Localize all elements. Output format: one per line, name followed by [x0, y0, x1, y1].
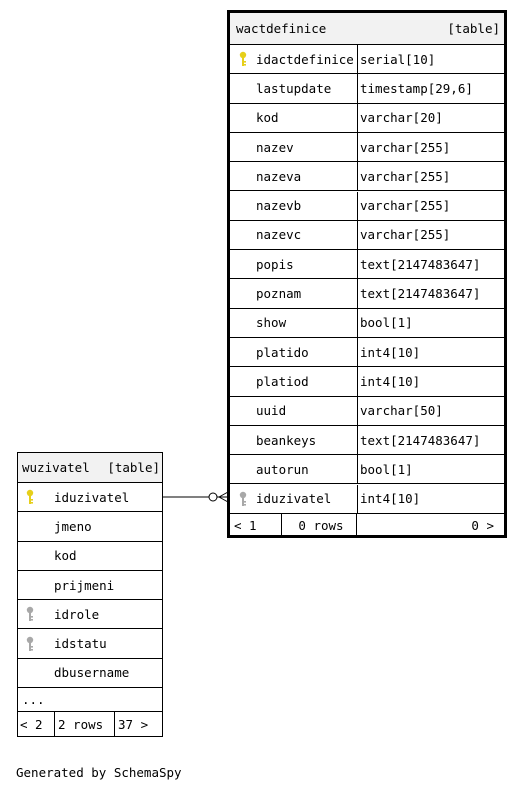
column-name[interactable]: iduzivatel: [54, 489, 130, 505]
column-row[interactable]: prijmeni: [18, 571, 162, 601]
column-name[interactable]: idstatu: [54, 636, 107, 652]
column-row[interactable]: iduzivatel int4[10]: [230, 484, 504, 514]
table-kind-label: [table]: [447, 21, 500, 36]
column-type: int4[10]: [360, 344, 421, 360]
column-type: text[2147483647]: [360, 286, 481, 302]
column-name[interactable]: nazevb: [256, 198, 302, 214]
column-type: serial[10]: [360, 51, 436, 67]
column-name[interactable]: nazeva: [256, 168, 302, 184]
column-row[interactable]: jmeno: [18, 512, 162, 542]
column-name[interactable]: nazev: [256, 139, 294, 155]
column-name[interactable]: nazevc: [256, 227, 302, 243]
column-row[interactable]: nazevc varchar[255]: [230, 220, 504, 251]
column-name[interactable]: beankeys: [256, 432, 317, 448]
column-type: bool[1]: [360, 315, 413, 331]
children-count[interactable]: 37 >: [118, 716, 149, 732]
foreign-key-icon: [26, 607, 34, 622]
more-columns-indicator: ...: [18, 688, 162, 712]
column-type: bool[1]: [360, 461, 413, 477]
column-name[interactable]: poznam: [256, 286, 302, 302]
column-name[interactable]: kod: [256, 110, 279, 126]
column-row[interactable]: idactdefinice serial[10]: [230, 45, 504, 75]
column-type: int4[10]: [360, 373, 421, 389]
column-type: varchar[255]: [360, 198, 451, 214]
column-row[interactable]: idstatu: [18, 630, 162, 659]
column-type: text[2147483647]: [360, 432, 481, 448]
column-row[interactable]: nazevb varchar[255]: [230, 191, 504, 221]
table-wuzivatel[interactable]: wuzivatel [table] iduzivatel jmeno kod prij…: [17, 452, 163, 737]
column-row[interactable]: beankeys text[2147483647]: [230, 425, 504, 456]
table-footer: < 2 2 rows 37 >: [18, 712, 162, 736]
column-row[interactable]: platido int4[10]: [230, 338, 504, 368]
column-name[interactable]: prijmeni: [54, 577, 115, 593]
column-name[interactable]: popis: [256, 256, 294, 272]
relationship-crowfoot-lower: [218, 496, 229, 503]
parents-count[interactable]: < 2: [20, 716, 43, 732]
column-row[interactable]: kod varchar[20]: [230, 103, 504, 133]
column-name[interactable]: platiod: [256, 373, 309, 389]
column-row[interactable]: kod: [18, 542, 162, 571]
column-type: varchar[255]: [360, 227, 451, 243]
column-name[interactable]: dbusername: [54, 665, 130, 681]
column-type: varchar[20]: [360, 110, 443, 126]
column-type: int4[10]: [360, 491, 421, 507]
parents-count[interactable]: < 1: [234, 518, 257, 533]
column-row[interactable]: idrole: [18, 600, 162, 630]
relationship-crowfoot-upper: [218, 491, 229, 498]
primary-key-icon: [239, 51, 247, 67]
column-row[interactable]: iduzivatel: [18, 483, 162, 513]
column-row[interactable]: poznam text[2147483647]: [230, 279, 504, 309]
column-row[interactable]: autorun bool[1]: [230, 455, 504, 485]
column-type: timestamp[29,6]: [360, 80, 473, 96]
generated-by-label: Generated by SchemaSpy: [16, 765, 182, 780]
primary-key-icon: [26, 489, 34, 505]
column-row[interactable]: lastupdate timestamp[29,6]: [230, 74, 504, 104]
column-name[interactable]: idactdefinice: [256, 51, 354, 67]
column-row[interactable]: platiod int4[10]: [230, 367, 504, 397]
column-row[interactable]: nazeva varchar[255]: [230, 162, 504, 192]
table-kind-label: [table]: [107, 460, 160, 475]
column-name[interactable]: platido: [256, 344, 309, 360]
table-header[interactable]: wactdefinice [table]: [230, 13, 504, 45]
column-type: text[2147483647]: [360, 256, 481, 272]
column-type: varchar[255]: [360, 168, 451, 184]
foreign-key-icon: [239, 491, 247, 506]
column-name[interactable]: jmeno: [54, 518, 92, 534]
column-name[interactable]: idrole: [54, 606, 100, 622]
column-name[interactable]: uuid: [256, 403, 287, 419]
column-type: varchar[50]: [360, 403, 443, 419]
row-count: 0 rows: [298, 518, 344, 533]
column-name[interactable]: iduzivatel: [256, 491, 332, 507]
table-title[interactable]: wuzivatel: [22, 460, 90, 475]
column-type: varchar[255]: [360, 139, 451, 155]
column-row[interactable]: popis text[2147483647]: [230, 250, 504, 280]
relationship-zero-marker: [208, 492, 218, 502]
children-count[interactable]: 0 >: [471, 518, 494, 533]
column-row[interactable]: uuid varchar[50]: [230, 396, 504, 426]
more-columns-text: ...: [22, 692, 45, 707]
table-footer: < 1 0 rows 0 >: [230, 513, 504, 538]
table-wactdefinice[interactable]: wactdefinice [table] idactdefinice serial…: [227, 10, 507, 538]
row-count: 2 rows: [58, 716, 104, 732]
table-header[interactable]: wuzivatel [table]: [18, 453, 162, 483]
column-name[interactable]: show: [256, 315, 287, 331]
foreign-key-icon: [26, 636, 34, 651]
column-row[interactable]: show bool[1]: [230, 308, 504, 338]
column-row[interactable]: dbusername: [18, 659, 162, 689]
column-name[interactable]: autorun: [256, 461, 309, 477]
table-title[interactable]: wactdefinice: [236, 21, 327, 36]
column-name[interactable]: lastupdate: [256, 80, 332, 96]
column-name[interactable]: kod: [54, 548, 77, 564]
column-row[interactable]: nazev varchar[255]: [230, 132, 504, 163]
